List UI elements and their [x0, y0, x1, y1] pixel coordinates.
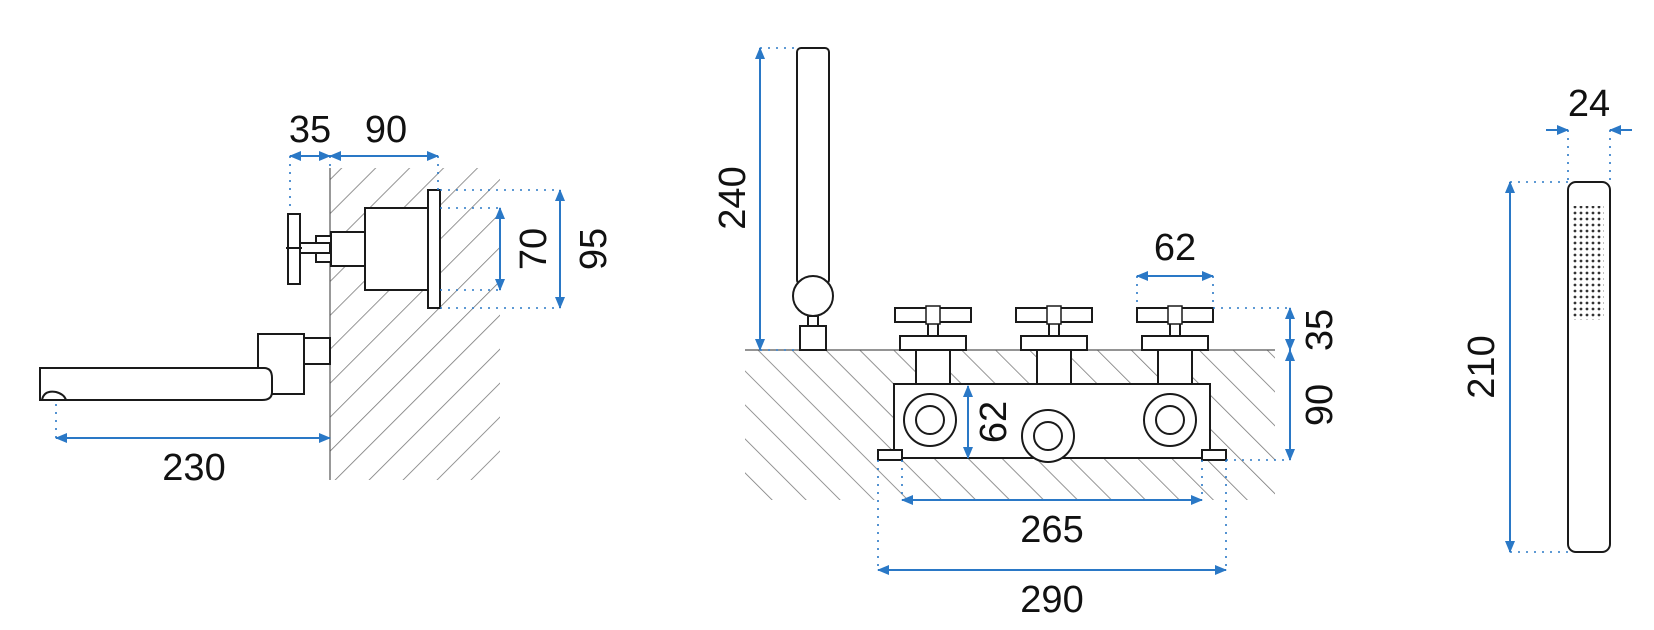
- dim-body-depth: 90: [365, 109, 407, 151]
- dim-handle-depth: 35: [289, 109, 331, 151]
- hand-shower: [1567, 181, 1611, 553]
- dim-inner-height: 70: [513, 228, 555, 270]
- handle-middle: [1015, 305, 1093, 385]
- dim-spout-length: 230: [162, 447, 225, 489]
- concealed-body: [877, 383, 1227, 463]
- dim-shower-length: 210: [1461, 335, 1503, 398]
- side-handle: [286, 213, 331, 285]
- dim-handle-span: 62: [1154, 227, 1196, 269]
- dim-column-height: 240: [712, 166, 754, 229]
- side-spout: [39, 333, 331, 401]
- dim-outer-height: 95: [573, 228, 615, 270]
- dim-body-height: 90: [1299, 384, 1341, 426]
- front-view: 240 62 35 90 62 265 290: [712, 47, 1341, 621]
- side-view: 35 90 70 95 230: [39, 109, 615, 489]
- dim-handle-height: 35: [1299, 309, 1341, 351]
- dim-shower-width: 24: [1568, 83, 1610, 125]
- front-handles: [894, 305, 1214, 385]
- dim-valve-height: 62: [973, 401, 1015, 443]
- shower-column: [792, 47, 834, 351]
- side-dimensions: [55, 151, 565, 443]
- side-valve-body: [315, 189, 441, 309]
- handle-left: [894, 305, 972, 385]
- front-dimensions: [755, 47, 1295, 575]
- dim-inner-width: 265: [1020, 509, 1083, 551]
- hand-shower-view: 24 210: [1461, 83, 1632, 553]
- handle-right: [1136, 305, 1214, 385]
- hand-shower-dimensions: [1505, 125, 1632, 553]
- dim-outer-width: 290: [1020, 579, 1083, 621]
